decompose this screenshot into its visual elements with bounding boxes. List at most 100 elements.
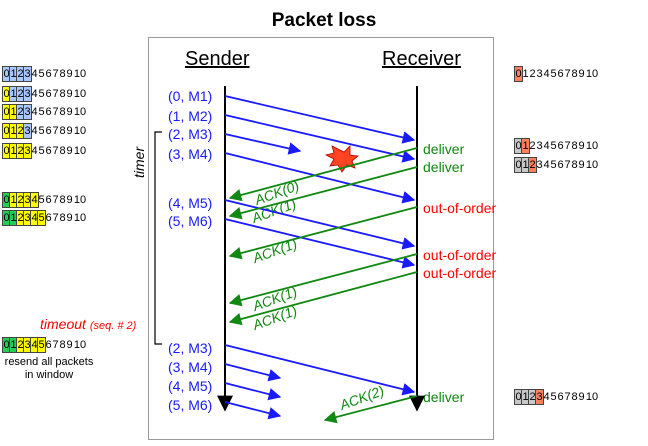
seq-number: 3 <box>23 210 32 226</box>
seq-number: 4 <box>543 159 550 171</box>
seq-number: 3 <box>536 140 543 152</box>
receiver-window-row: 012345678910 <box>514 138 599 154</box>
seq-number: 10 <box>73 125 87 137</box>
msg-label-4: (4, M5) <box>168 195 213 211</box>
sender-window-row: 012345678910 <box>2 192 87 208</box>
seq-number: 3 <box>23 104 32 120</box>
msg-arrow-2-lost <box>224 133 302 155</box>
seq-number: 3 <box>536 159 543 171</box>
msg-label-6: (2, M3) <box>168 340 213 356</box>
seq-number: 7 <box>564 140 571 152</box>
seq-number: 8 <box>571 68 578 80</box>
seq-number: 7 <box>52 125 59 137</box>
seq-number: 10 <box>585 140 599 152</box>
seq-number: 9 <box>66 194 73 206</box>
receiver-event-1: deliver <box>423 159 465 175</box>
seq-number: 2 <box>16 210 25 226</box>
seq-number: 0 <box>2 86 11 102</box>
seq-number: 6 <box>45 339 52 351</box>
seq-number: 7 <box>52 106 59 118</box>
ack-arrow-2 <box>228 206 418 260</box>
seq-number: 2 <box>16 337 25 353</box>
seq-number: 10 <box>585 391 599 403</box>
seq-number: 5 <box>550 391 557 403</box>
receiver-window-row: 012345678910 <box>514 389 599 405</box>
timer-bracket <box>154 131 162 345</box>
seq-number: 10 <box>73 88 87 100</box>
seq-number: 7 <box>52 194 59 206</box>
seq-number: 0 <box>2 210 11 226</box>
receiver-event-4: out-of-order <box>423 265 497 281</box>
seq-number: 9 <box>66 145 73 157</box>
receiver-window-row: 012345678910 <box>514 66 599 82</box>
seq-number: 6 <box>45 145 52 157</box>
receiver-event-2: out-of-order <box>423 200 497 216</box>
seq-number: 9 <box>66 212 73 224</box>
timeout-seq-note: (seq. # 2) <box>89 320 137 332</box>
seq-number: 2 <box>16 143 25 159</box>
seq-number: 7 <box>52 145 59 157</box>
seq-number: 8 <box>59 194 66 206</box>
seq-number: 4 <box>30 210 39 226</box>
seq-number: 9 <box>66 125 73 137</box>
seq-number: 10 <box>73 145 87 157</box>
seq-number: 0 <box>514 66 523 82</box>
seq-number: 2 <box>529 140 536 152</box>
seq-number: 6 <box>557 391 564 403</box>
msg-arrow-7 <box>224 363 282 382</box>
msg-arrow-9 <box>224 401 282 420</box>
receiver-header: Receiver <box>382 48 461 70</box>
seq-number: 5 <box>38 88 45 100</box>
seq-number: 1 <box>9 66 18 82</box>
msg-label-1: (1, M2) <box>168 108 213 124</box>
seq-number: 9 <box>66 339 73 351</box>
seq-number: 4 <box>31 125 38 137</box>
seq-number: 5 <box>37 210 46 226</box>
receiver-event-0: deliver <box>423 141 465 157</box>
sender-window-row: 012345678910 <box>2 66 87 82</box>
msg-label-0: (0, M1) <box>168 88 213 104</box>
seq-number: 1 <box>9 210 18 226</box>
seq-number: 0 <box>514 138 523 154</box>
seq-number: 8 <box>59 339 66 351</box>
ack-arrow-1 <box>228 166 418 220</box>
ack-arrow-0 <box>228 147 418 202</box>
seq-number: 4 <box>543 140 550 152</box>
seq-number: 8 <box>571 391 578 403</box>
seq-number: 2 <box>16 192 25 208</box>
seq-number: 4 <box>30 192 39 208</box>
seq-number: 3 <box>23 86 32 102</box>
seq-number: 10 <box>73 212 87 224</box>
seq-number: 1 <box>9 86 18 102</box>
seq-number: 1 <box>9 104 18 120</box>
seq-number: 0 <box>514 389 523 405</box>
ack-arrow-5 <box>323 395 418 424</box>
seq-number: 9 <box>66 68 73 80</box>
sender-window-row: 012345678910 <box>2 210 87 226</box>
seq-number: 8 <box>59 125 66 137</box>
seq-number: 1 <box>9 123 18 139</box>
seq-number: 5 <box>38 125 45 137</box>
seq-number: 5 <box>37 337 46 353</box>
seq-number: 8 <box>59 212 66 224</box>
seq-number: 10 <box>585 68 599 80</box>
seq-number: 6 <box>45 106 52 118</box>
seq-number: 2 <box>16 123 25 139</box>
seq-number: 3 <box>23 143 32 159</box>
seq-number: 0 <box>2 104 11 120</box>
seq-number: 0 <box>2 66 11 82</box>
seq-number: 10 <box>585 159 599 171</box>
seq-number: 9 <box>578 391 585 403</box>
seq-number: 7 <box>52 68 59 80</box>
seq-number: 4 <box>31 106 38 118</box>
seq-number: 5 <box>550 159 557 171</box>
receiver-event-5: deliver <box>423 389 465 405</box>
timeout-label: timeout (seq. # 2) <box>40 316 136 334</box>
seq-number: 7 <box>564 159 571 171</box>
seq-number: 0 <box>2 192 11 208</box>
seq-number: 2 <box>528 389 537 405</box>
diagram-title: Packet loss <box>271 10 377 31</box>
seq-number: 1 <box>9 192 18 208</box>
seq-number: 10 <box>73 106 87 118</box>
seq-number: 2 <box>16 86 25 102</box>
